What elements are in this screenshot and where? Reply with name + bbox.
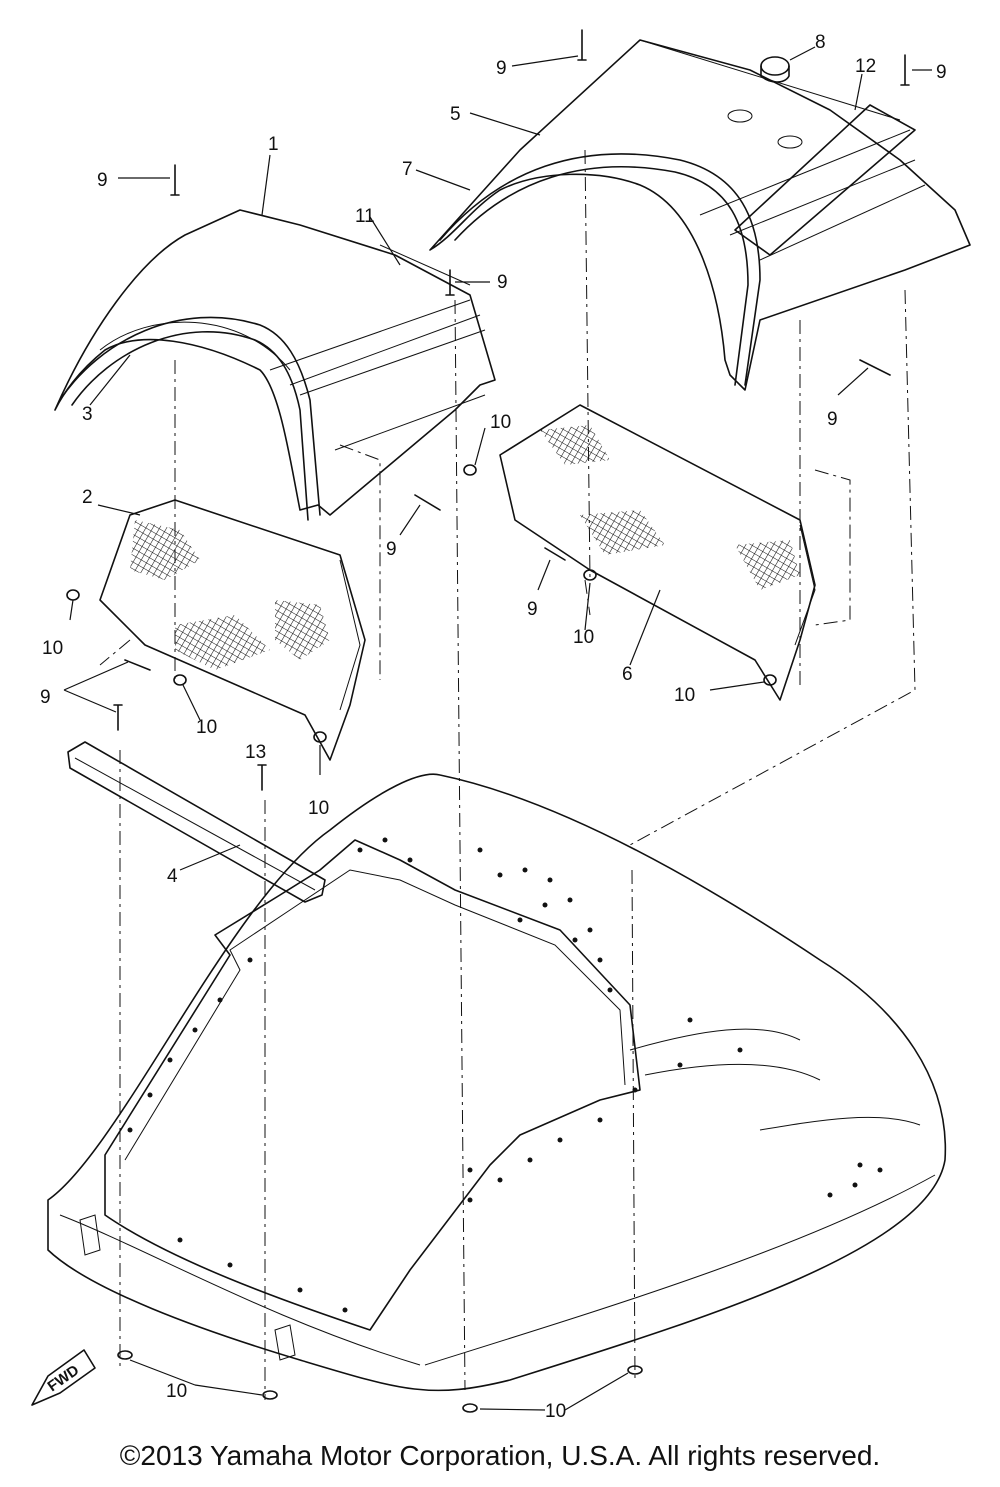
part-5-right-shroud xyxy=(429,39,971,391)
callout-11: 11 xyxy=(355,206,375,227)
callout-labels: 1 2 3 4 5 6 7 8 11 12 13 9 9 9 9 9 9 9 9… xyxy=(40,32,947,1420)
callout-10: 10 xyxy=(42,638,63,659)
fwd-arrow-icon: FWD xyxy=(31,1349,96,1406)
rivets xyxy=(113,29,910,791)
part-3-left-trim xyxy=(59,316,321,521)
callout-4: 4 xyxy=(167,866,178,887)
callout-1: 1 xyxy=(268,134,279,155)
part-4-front-bar xyxy=(67,741,326,903)
callout-9: 9 xyxy=(496,58,507,79)
exploded-parts-diagram: FWD 1 2 3 4 5 6 7 8 11 12 13 9 9 9 9 9 9… xyxy=(31,29,971,1420)
callout-10: 10 xyxy=(545,1401,566,1420)
part-11-strip xyxy=(379,244,471,286)
callout-10: 10 xyxy=(490,412,511,433)
callout-10: 10 xyxy=(166,1381,187,1402)
part-1-left-shroud xyxy=(54,209,496,516)
washers xyxy=(66,464,777,1413)
part-7-right-trim xyxy=(439,153,761,386)
callout-9: 9 xyxy=(936,62,947,83)
callout-9: 9 xyxy=(97,170,108,191)
callout-10: 10 xyxy=(196,717,217,738)
callout-12: 12 xyxy=(855,56,876,77)
callout-7: 7 xyxy=(402,159,413,180)
hood-body xyxy=(47,773,947,1392)
callout-13: 13 xyxy=(245,742,266,763)
callout-9: 9 xyxy=(827,409,838,430)
callout-9: 9 xyxy=(497,272,508,293)
callout-6: 6 xyxy=(622,664,633,685)
callout-9: 9 xyxy=(386,539,397,560)
copyright-notice: ©2013 Yamaha Motor Corporation, U.S.A. A… xyxy=(119,1440,881,1471)
part-8-cap xyxy=(760,56,790,83)
hood-holes xyxy=(127,837,883,1313)
callout-5: 5 xyxy=(450,104,461,125)
callout-3: 3 xyxy=(82,404,93,425)
callout-10: 10 xyxy=(308,798,329,819)
callout-10: 10 xyxy=(573,627,594,648)
alignment-lines xyxy=(99,149,916,1400)
part-6-right-grille xyxy=(499,404,816,701)
callout-9: 9 xyxy=(40,687,51,708)
leader-lines xyxy=(63,46,932,1411)
callout-2: 2 xyxy=(82,487,93,508)
callout-10: 10 xyxy=(674,685,695,706)
callout-8: 8 xyxy=(815,32,826,53)
part-12-rail xyxy=(734,104,916,256)
callout-9: 9 xyxy=(527,599,538,620)
part-2-left-grille xyxy=(99,499,366,761)
